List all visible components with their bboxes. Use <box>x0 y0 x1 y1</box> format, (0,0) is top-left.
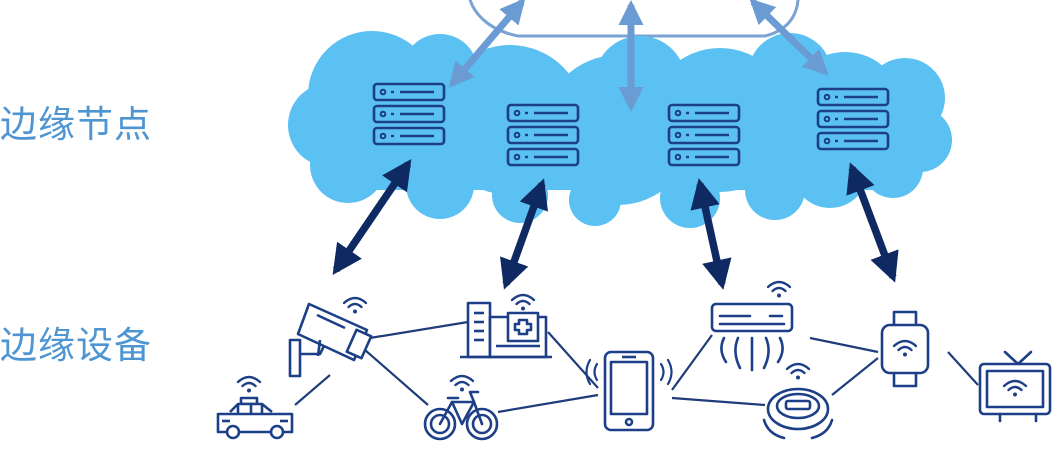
node-device-arrow-4 <box>846 162 899 283</box>
server-rack-icon <box>506 103 580 167</box>
uplink-arrow-left <box>448 0 526 88</box>
uplink-arrow-right <box>749 0 829 76</box>
wifi-icon <box>449 374 475 393</box>
signal-waves-icon <box>585 358 673 386</box>
device-links <box>294 320 979 414</box>
taxi-icon <box>216 396 294 440</box>
node-device-arrow-2 <box>500 178 548 290</box>
robot-vacuum-icon <box>762 387 834 440</box>
security-camera-icon <box>288 302 373 378</box>
smartphone-icon <box>603 350 655 432</box>
server-rack-icon <box>372 82 446 146</box>
edge-node-label: 边缘节点 <box>0 103 152 146</box>
server-rack-icon <box>667 103 741 167</box>
air-conditioner-icon <box>710 302 794 372</box>
smartwatch-icon <box>880 310 930 388</box>
node-device-arrow-3 <box>690 178 732 290</box>
edge-device-label: 边缘设备 <box>0 324 152 367</box>
server-rack-icon <box>816 87 890 151</box>
node-device-arrow-1 <box>332 159 412 275</box>
wifi-icon <box>510 293 536 312</box>
bicycle-icon <box>423 390 499 441</box>
wifi-icon <box>766 280 792 299</box>
wifi-icon <box>342 296 368 315</box>
wifi-icon <box>236 375 262 394</box>
wifi-icon <box>785 362 811 381</box>
smart-tv-icon <box>978 350 1052 423</box>
hospital-building-icon <box>460 301 552 359</box>
